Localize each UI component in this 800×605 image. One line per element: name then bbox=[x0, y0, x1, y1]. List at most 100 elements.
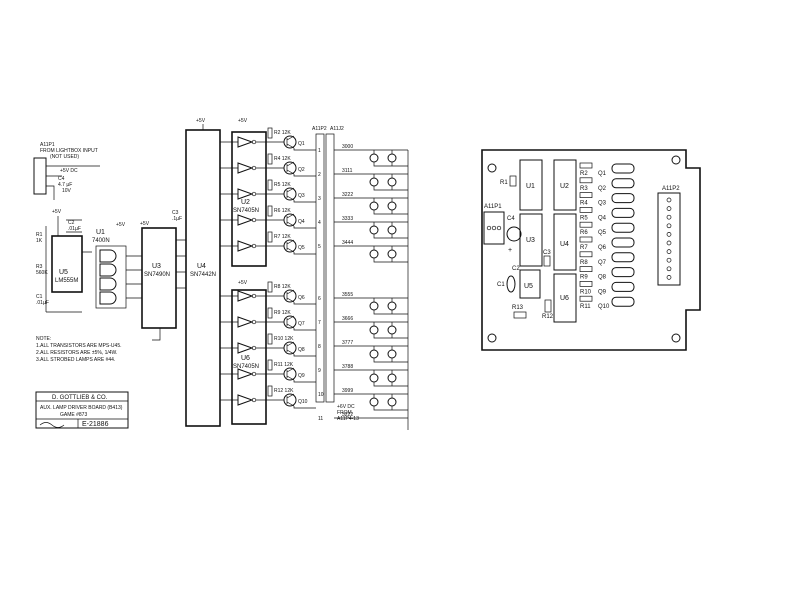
connector-pin-label: 8 bbox=[318, 344, 321, 350]
u5-timer: U5 LM555M +5V R1 1K R3 560K C1 .01µF C2 … bbox=[36, 209, 92, 313]
u5-vcc: +5V bbox=[52, 209, 62, 215]
lamp-icon bbox=[369, 373, 379, 383]
transistor-label: Q4 bbox=[298, 219, 305, 225]
pcb-row-2: R3 Q2 bbox=[579, 177, 635, 192]
pullup-resistor bbox=[267, 179, 273, 191]
u4-part: SN7442N bbox=[190, 272, 216, 278]
lightbox-wires bbox=[46, 165, 100, 200]
pcb-a11p2 bbox=[657, 192, 681, 286]
lamp-line-10: 3999 bbox=[334, 388, 408, 411]
lamp-icon bbox=[369, 177, 379, 187]
inverter-gate bbox=[237, 342, 254, 354]
pcb-u3-label: U3 bbox=[526, 237, 535, 244]
pcb-u5-label: U5 bbox=[524, 283, 533, 290]
wire-code: 3788 bbox=[342, 364, 353, 370]
pcb-u6: U6 bbox=[553, 273, 577, 323]
u3-chip bbox=[141, 227, 177, 329]
pcb-transistor bbox=[611, 237, 635, 248]
pcb-pin bbox=[666, 240, 672, 246]
u6-label: U6 bbox=[241, 355, 250, 362]
transistor-symbol bbox=[283, 213, 297, 227]
connector-j2 bbox=[325, 133, 335, 403]
pcb-resistor bbox=[579, 177, 593, 184]
pcb-r13 bbox=[513, 311, 527, 319]
resistor-label: R11 12K bbox=[274, 362, 294, 368]
pcb-resistor bbox=[579, 266, 593, 272]
u5-r1: R1 bbox=[36, 232, 43, 238]
pcb-transistor bbox=[611, 281, 635, 292]
inverter-gate bbox=[237, 240, 254, 252]
transistor-symbol bbox=[283, 135, 297, 149]
pcb-transistor-label: Q2 bbox=[598, 186, 607, 192]
u1-gates bbox=[99, 249, 117, 305]
lamp-icon bbox=[369, 301, 379, 311]
pcb-pin bbox=[666, 223, 672, 229]
lamp-line-1: 3000 bbox=[334, 144, 408, 167]
u5-c1v: .01µF bbox=[36, 300, 49, 306]
u3-wires bbox=[152, 239, 186, 341]
pcb-pin bbox=[666, 249, 672, 254]
inverter-gate bbox=[237, 394, 254, 406]
pcb-r12 bbox=[544, 299, 552, 313]
u3-c3v: .1µF bbox=[172, 216, 182, 222]
lamp-icon bbox=[387, 177, 397, 187]
pcb-transistor bbox=[611, 267, 635, 278]
transistor-label: Q7 bbox=[298, 321, 305, 327]
transistor-label: Q1 bbox=[298, 141, 305, 147]
connector-label-j2: A11J2 bbox=[330, 126, 344, 132]
pcb-c4-plus: + bbox=[508, 247, 512, 254]
pcb-resistor-label: R7 bbox=[580, 245, 588, 251]
transistor-symbol bbox=[283, 367, 297, 381]
u1-vcc: +5V bbox=[116, 222, 126, 228]
wire-code: 3222 bbox=[342, 192, 353, 198]
schematic-diagram: A11P1 FROM LIGHTBOX INPUT (NOT USED) +5V… bbox=[33, 118, 409, 430]
u5-r1v: 1K bbox=[36, 238, 43, 244]
pcb-resistor bbox=[579, 207, 593, 213]
pcb-resistor-label: R10 bbox=[580, 289, 592, 295]
lamp-line-4: 3333 bbox=[334, 216, 408, 239]
u3-vcc: +5V bbox=[140, 221, 150, 227]
pcb-pin bbox=[666, 257, 672, 263]
lamp-icon bbox=[369, 325, 379, 335]
u2-part: SN7405N bbox=[233, 208, 259, 214]
transistor-symbol bbox=[283, 315, 297, 329]
transistor-symbol bbox=[283, 289, 297, 303]
transistor-symbol bbox=[283, 393, 297, 407]
wire-code: 3555 bbox=[342, 292, 353, 298]
u5-r3v: 560K bbox=[36, 270, 48, 276]
u5-c1: C1 bbox=[36, 294, 43, 300]
u3-part: SN7490N bbox=[144, 272, 170, 278]
transistor-label: Q8 bbox=[298, 347, 305, 353]
connector-pin-label: 6 bbox=[318, 296, 321, 302]
u1-part: 7400N bbox=[92, 238, 110, 244]
lamp-line-7: 3666 bbox=[334, 316, 408, 339]
pcb-transistor bbox=[611, 222, 635, 233]
pcb-resistor-label: R3 bbox=[580, 186, 588, 192]
lightbox-vcc: +5V DC bbox=[60, 168, 78, 174]
lamp-icon bbox=[387, 225, 397, 235]
wire-code: 3111 bbox=[342, 168, 353, 174]
pcb-resistor bbox=[579, 162, 593, 169]
title-signature bbox=[39, 422, 65, 428]
u3-label: U3 bbox=[152, 263, 161, 270]
u5-label: U5 bbox=[59, 269, 68, 276]
pcb-c4-label: C4 bbox=[507, 216, 515, 222]
pcb-transistor-label: Q4 bbox=[598, 215, 607, 221]
transistor-symbol bbox=[283, 187, 297, 201]
lamp-icon bbox=[369, 397, 379, 407]
pcb-resistor bbox=[579, 281, 593, 287]
u2-label: U2 bbox=[241, 199, 250, 206]
pcb-resistor-label: R11 bbox=[580, 304, 591, 310]
resistor-label: R8 12K bbox=[274, 284, 291, 290]
pcb-transistor bbox=[611, 178, 635, 189]
pcb-transistor-label: Q9 bbox=[598, 289, 607, 295]
power-note-3: A11P4-13 bbox=[337, 416, 359, 422]
pcb-u1-label: U1 bbox=[526, 183, 535, 190]
lamp-line-8: 3777 bbox=[334, 340, 408, 363]
